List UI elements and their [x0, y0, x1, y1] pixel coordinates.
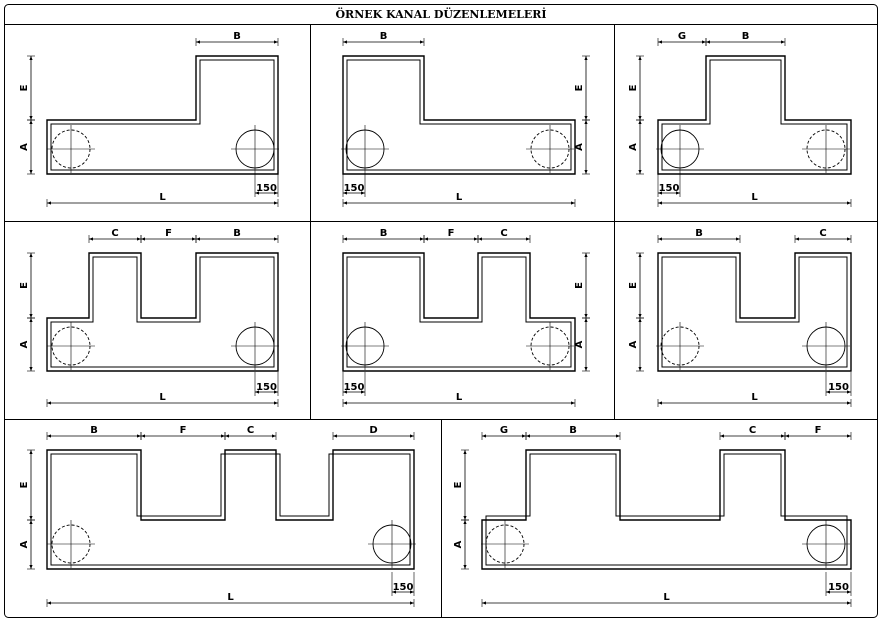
dim-label-l: L — [663, 592, 670, 603]
dim-label-e: E — [574, 84, 585, 91]
dim-label-b: B — [569, 425, 577, 436]
channel-inner-wall — [485, 453, 848, 566]
channel-inner-wall — [346, 59, 572, 171]
dim-label-b: B — [233, 31, 241, 42]
channel-outline — [342, 55, 576, 175]
channel-inner-wall — [50, 256, 275, 368]
channel-outline — [46, 252, 279, 372]
channel-inner-wall — [661, 59, 848, 171]
dim-label-e: E — [628, 282, 639, 289]
dim-label-b: B — [380, 31, 388, 42]
offset-label-150: 150 — [828, 582, 849, 593]
offset-label-150: 150 — [344, 183, 365, 194]
offset-label-150: 150 — [344, 382, 365, 393]
dim-label-b: B — [695, 228, 703, 239]
channel-inner-wall — [661, 256, 848, 368]
dim-label-c: C — [247, 425, 254, 436]
dim-label-b: B — [742, 31, 750, 42]
dim-label-l: L — [456, 392, 463, 403]
dim-label-e: E — [19, 481, 30, 488]
dim-label-f: F — [448, 228, 455, 239]
dim-label-l: L — [159, 392, 166, 403]
offset-label-150: 150 — [393, 582, 414, 593]
channel-inner-wall — [50, 59, 275, 171]
dim-label-e: E — [628, 84, 639, 91]
dim-label-a: A — [574, 340, 585, 348]
channel-layout-1: B E A L 150 — [19, 31, 279, 207]
dim-label-a: A — [628, 340, 639, 348]
dim-label-f: F — [165, 228, 172, 239]
channel-layout-7: B F C D E A L 150 — [19, 425, 416, 607]
dim-label-a: A — [628, 143, 639, 151]
dim-label-e: E — [19, 282, 30, 289]
dim-label-l: L — [227, 592, 234, 603]
offset-label-150: 150 — [256, 183, 277, 194]
dim-label-b: B — [233, 228, 241, 239]
channel-outline — [46, 55, 279, 175]
channel-outline — [481, 449, 852, 570]
channel-inner-wall — [346, 256, 572, 368]
channel-outline — [342, 252, 576, 372]
page-title: ÖRNEK KANAL DÜZENLEMELERİ — [335, 7, 546, 21]
dim-label-e: E — [453, 481, 464, 488]
dim-label-l: L — [456, 192, 463, 203]
dim-label-l: L — [159, 192, 166, 203]
dim-label-c: C — [500, 228, 507, 239]
channel-layout-8: G B C F E A L 150 — [453, 425, 852, 607]
channel-outline — [657, 252, 852, 372]
offset-label-150: 150 — [659, 183, 680, 194]
dim-label-a: A — [19, 540, 30, 548]
dim-label-f: F — [180, 425, 187, 436]
channel-layout-3: G B E A L 150 — [628, 31, 852, 207]
dim-label-a: A — [574, 143, 585, 151]
outer-frame — [4, 4, 878, 618]
channel-layout-6: B C E A L 150 — [628, 228, 852, 407]
channel-outline — [46, 449, 415, 570]
dim-label-c: C — [749, 425, 756, 436]
channel-layout-2: B E A L 150 — [341, 31, 590, 207]
dim-label-f: F — [815, 425, 822, 436]
dim-label-a: A — [19, 143, 30, 151]
channel-layout-4: C F B E A L 150 — [19, 228, 279, 407]
dim-label-a: A — [453, 540, 464, 548]
channel-layout-5: B F C E A L 150 — [341, 228, 590, 407]
channel-inner-wall — [50, 453, 411, 566]
dim-label-e: E — [574, 282, 585, 289]
dim-label-c: C — [819, 228, 826, 239]
offset-label-150: 150 — [256, 382, 277, 393]
channel-outline — [657, 55, 852, 175]
dim-label-g: G — [678, 31, 686, 42]
dim-label-e: E — [19, 84, 30, 91]
dim-label-l: L — [751, 192, 758, 203]
offset-label-150: 150 — [828, 382, 849, 393]
dim-label-b: B — [380, 228, 388, 239]
dim-label-d: D — [369, 425, 377, 436]
dim-label-c: C — [111, 228, 118, 239]
dim-label-a: A — [19, 340, 30, 348]
dim-label-g: G — [500, 425, 508, 436]
dim-label-l: L — [751, 392, 758, 403]
dim-label-b: B — [90, 425, 98, 436]
